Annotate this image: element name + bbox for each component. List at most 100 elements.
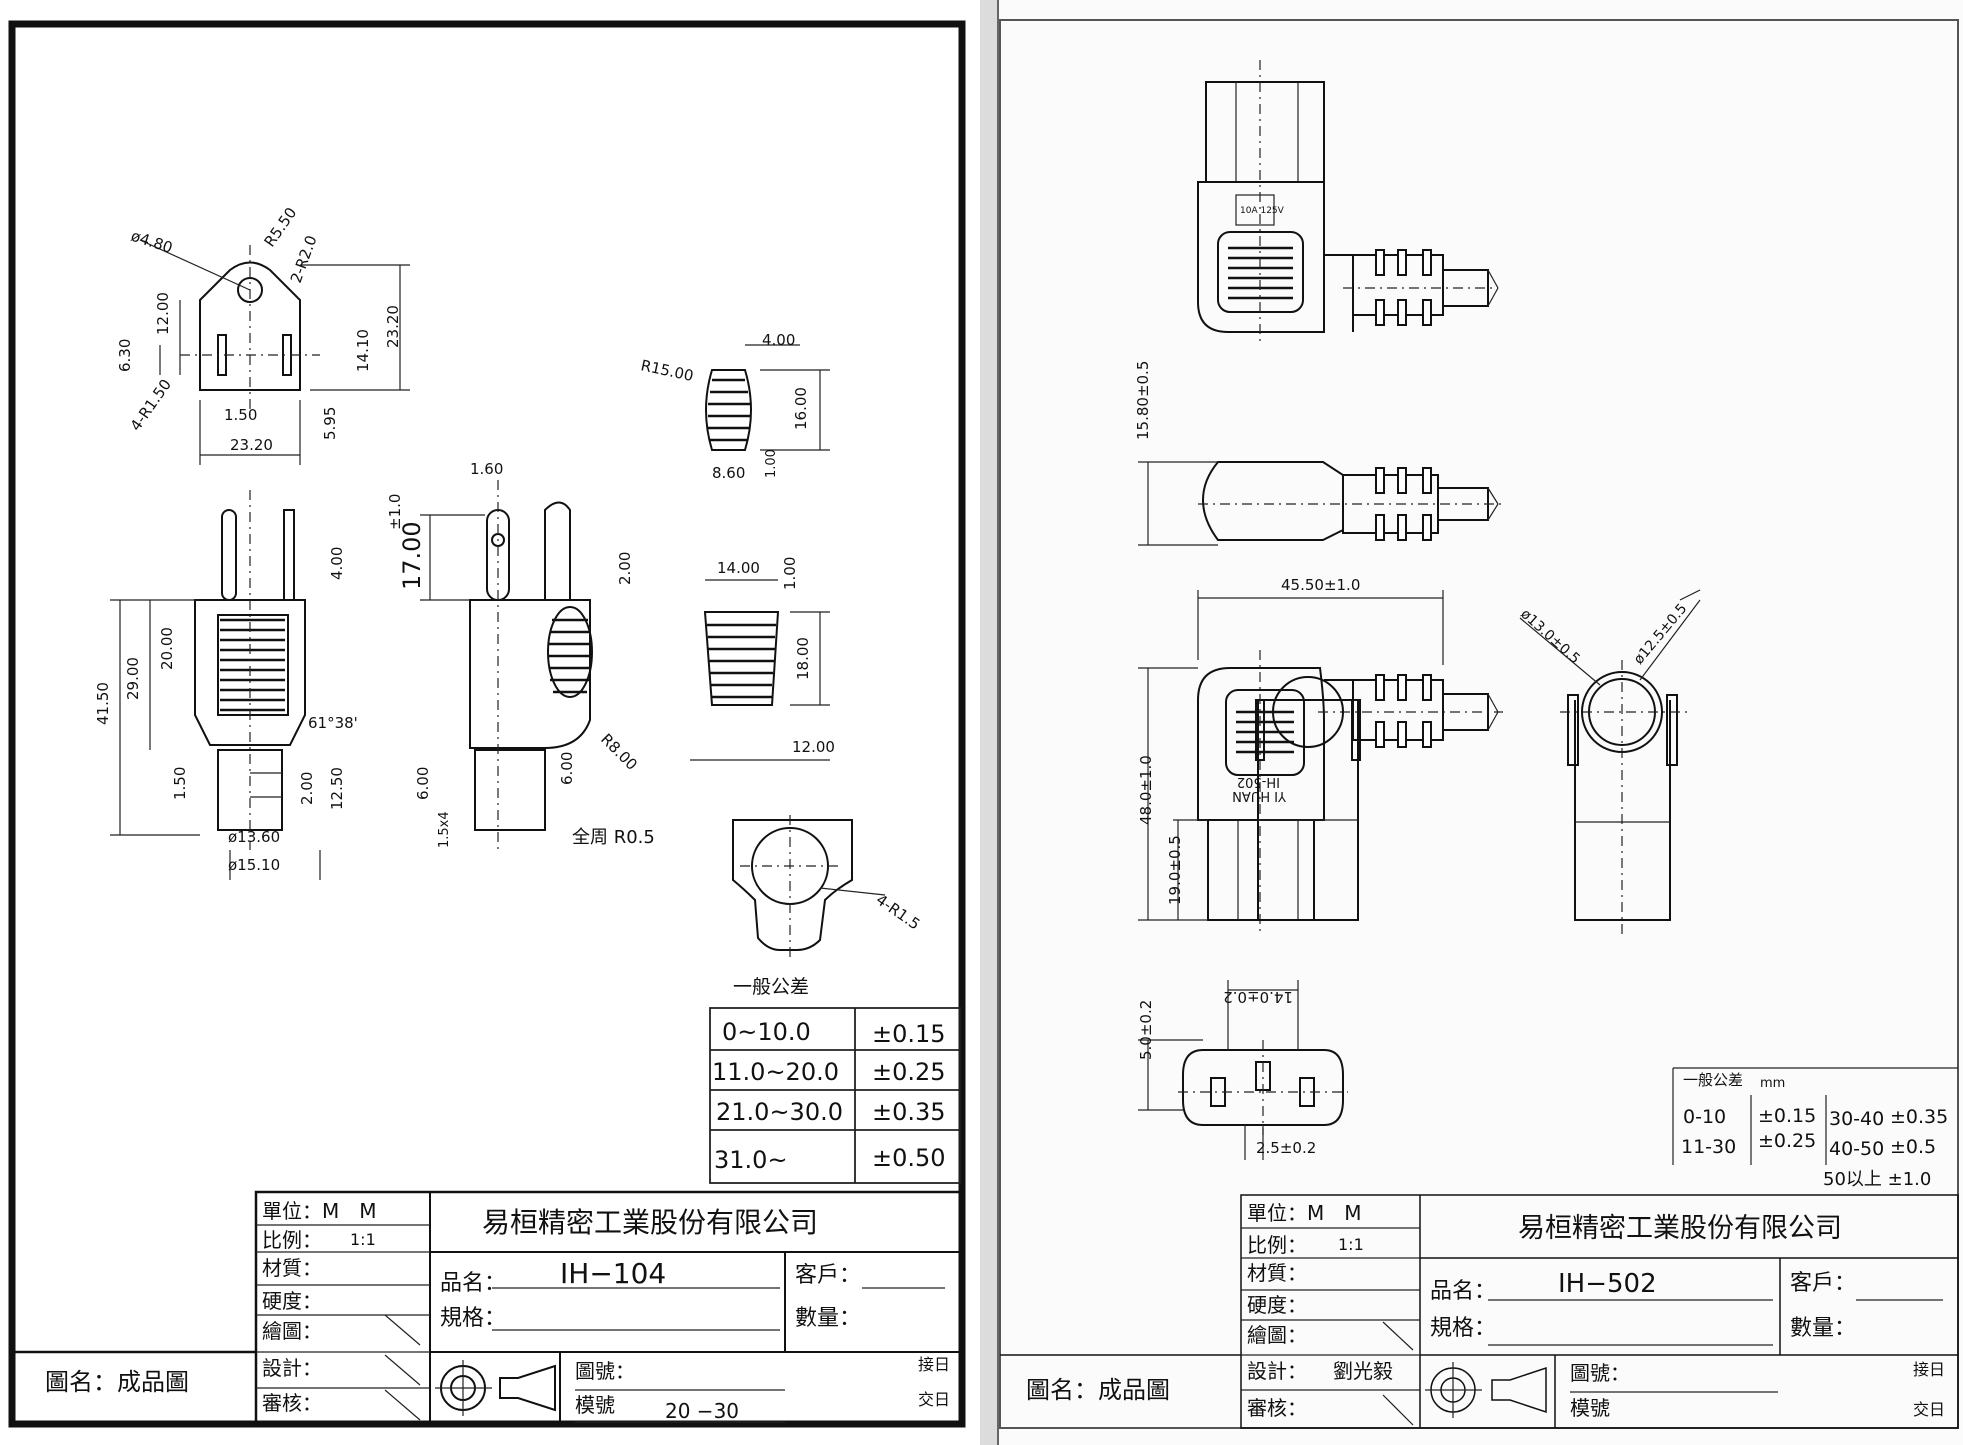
hardness-label: 硬度：: [262, 1289, 322, 1313]
dim-label: 12.00: [792, 738, 835, 756]
drawing-name: 圖名：成品圖: [45, 1368, 189, 1396]
part-number: IH−502: [1558, 1269, 1657, 1299]
dim-label: 41.50: [94, 682, 112, 725]
tol-range-cell: 11.0~20.0: [712, 1058, 839, 1086]
dim-label: 12.50: [328, 767, 346, 810]
tolerance-unit: mm: [1760, 1076, 1785, 1091]
drawing-no-label: 圖號：: [575, 1359, 635, 1383]
dim-label: 20.00: [158, 627, 176, 670]
tol-value-cell: ±0.35: [1890, 1106, 1948, 1128]
dim-label: 6.00: [414, 767, 432, 800]
tol-value-cell: ±0.25: [1758, 1130, 1816, 1152]
dim-label: 全周 R0.5: [572, 827, 655, 848]
quantity-label: 數量：: [795, 1306, 861, 1331]
grip-detail-view: [705, 344, 830, 451]
title-block: 單位：M M 比例： 1:1 材質： 硬度： 繪圖： 設計： 劉光毅 審核： 易…: [1000, 1194, 1959, 1429]
tol-value-cell: ±0.5: [1890, 1136, 1936, 1158]
customer-label: 客戶：: [1790, 1271, 1856, 1296]
material-label: 材質：: [1247, 1261, 1307, 1285]
dim-label: 1.50: [171, 767, 189, 800]
tol-value-cell: ±0.25: [872, 1058, 946, 1086]
tol-range-cell: 40-50: [1829, 1138, 1884, 1160]
scale-label: 比例：: [1247, 1233, 1307, 1257]
tol-range-cell: 0-10: [1683, 1106, 1726, 1128]
plug-side-view: [420, 480, 593, 850]
deliver-date-label: 交日: [918, 1390, 950, 1409]
dim-label: 1.5x4: [437, 811, 452, 848]
mold-no-label: 模號: [1570, 1396, 1610, 1420]
mold-no-label: 模號: [575, 1393, 615, 1417]
connector-top-view: [1197, 60, 1499, 345]
dim-label: 29.00: [124, 657, 142, 700]
dim-label: 14.00: [717, 559, 760, 577]
dim-label: 4.00: [762, 331, 795, 349]
connector-front-view: [1138, 590, 1503, 935]
dim-label: 6.30: [116, 339, 134, 372]
dim-label: 12.00: [154, 292, 172, 335]
dim-label: 1.60: [470, 460, 503, 478]
dim-label: 23.20: [230, 436, 273, 454]
dim-label: ø4.80: [129, 227, 175, 257]
dim-label: 1.50: [224, 406, 257, 424]
dim-label: R15.00: [639, 356, 695, 385]
plug-face-view: [139, 239, 410, 465]
dim-label: 6.00: [558, 752, 576, 785]
title-block: 單位：M M 比例： 1:1 材質： 硬度： 繪圖： 設計： 審核： 易桓精密工…: [12, 1190, 964, 1426]
tolerance-title: 一般公差: [733, 976, 809, 998]
dim-label: 18.00: [794, 637, 812, 680]
dim-label: 5.95: [321, 407, 339, 440]
spec-label: 規格：: [440, 1306, 506, 1331]
dim-label: 48.0±1.0: [1137, 755, 1155, 825]
spec-label: 規格：: [1430, 1316, 1496, 1341]
dim-label: 14.0±0.2: [1223, 988, 1293, 1006]
company-name: 易桓精密工業股份有限公司: [1518, 1213, 1842, 1244]
quantity-label: 數量：: [1790, 1316, 1856, 1341]
dim-label: 2-R2.0: [287, 233, 321, 285]
rating-label: 10A 125V: [1240, 206, 1285, 216]
ih502-drawing: 10A 125V 15.80±0.5: [997, 0, 1959, 1445]
drawn-label: 繪圖：: [1247, 1323, 1307, 1347]
dim-label: 5.0±0.2: [1137, 1000, 1155, 1060]
dim-label: ø15.10: [228, 856, 280, 874]
connector-end-view: [1255, 676, 1361, 921]
dim-label: 4-R1.50: [127, 376, 175, 434]
tol-value-cell: ±0.15: [1758, 1105, 1816, 1127]
dim-label: 2.5±0.2: [1256, 1139, 1316, 1157]
customer-label: 客戶：: [795, 1263, 861, 1288]
designer-name: 劉光毅: [1333, 1359, 1393, 1383]
drawing-name: 圖名：成品圖: [1026, 1376, 1170, 1404]
receive-date-label: 接日: [918, 1355, 950, 1374]
dim-label: 2.00: [616, 552, 634, 585]
connector-face-view: [1138, 980, 1348, 1160]
dim-label: 4-R1.5: [873, 891, 924, 934]
dim-label: ø13.60: [228, 828, 280, 846]
design-label: 設計：: [262, 1356, 322, 1380]
dim-label: R5.50: [261, 204, 301, 250]
tol-range-cell: 11-30: [1681, 1136, 1736, 1158]
dim-label: 1.00: [781, 557, 799, 590]
unit-label: 單位：M M: [262, 1199, 377, 1223]
deliver-date-label: 交日: [1913, 1400, 1945, 1419]
dim-label: 61°38': [308, 714, 358, 732]
drawing-sheet-ih502: 10A 125V 15.80±0.5: [997, 0, 1963, 1445]
part-name-label: 品名：: [440, 1271, 506, 1296]
tol-value-cell: ±0.50: [872, 1144, 946, 1172]
part-number: IH−104: [560, 1257, 666, 1290]
dim-label: 15.80±0.5: [1134, 361, 1152, 440]
tol-range-cell: 31.0~: [714, 1146, 788, 1174]
ih104-drawing: ø4.80 R5.50 2-R2.0 12.00 6.30 14.10 23.2…: [8, 20, 966, 1428]
scale-value: 1:1: [1338, 1235, 1364, 1254]
dim-label: ±1.0: [386, 494, 404, 530]
company-name: 易桓精密工業股份有限公司: [482, 1206, 818, 1239]
scale-label: 比例：: [262, 1228, 322, 1252]
tolerance-title: 一般公差: [1683, 1071, 1743, 1089]
general-tolerance-table: 一般公差 mm 0-10 ±0.15 11-30 ±0.25 30-40 ±0.…: [1672, 1067, 1958, 1190]
tol-value-cell: ±0.15: [872, 1020, 946, 1048]
trapezoid-detail-view: [690, 579, 830, 761]
general-tolerance-table: 一般公差 0~10.0 ±0.15 11.0~20.0 ±0.25 21.0~3…: [709, 976, 961, 1184]
brand-label: YI HUAN: [1232, 788, 1287, 803]
dim-label: 2.00: [298, 772, 316, 805]
design-label: 設計：: [1247, 1359, 1307, 1383]
dim-label: 14.10: [354, 329, 372, 372]
scale-value: 1:1: [350, 1230, 376, 1249]
